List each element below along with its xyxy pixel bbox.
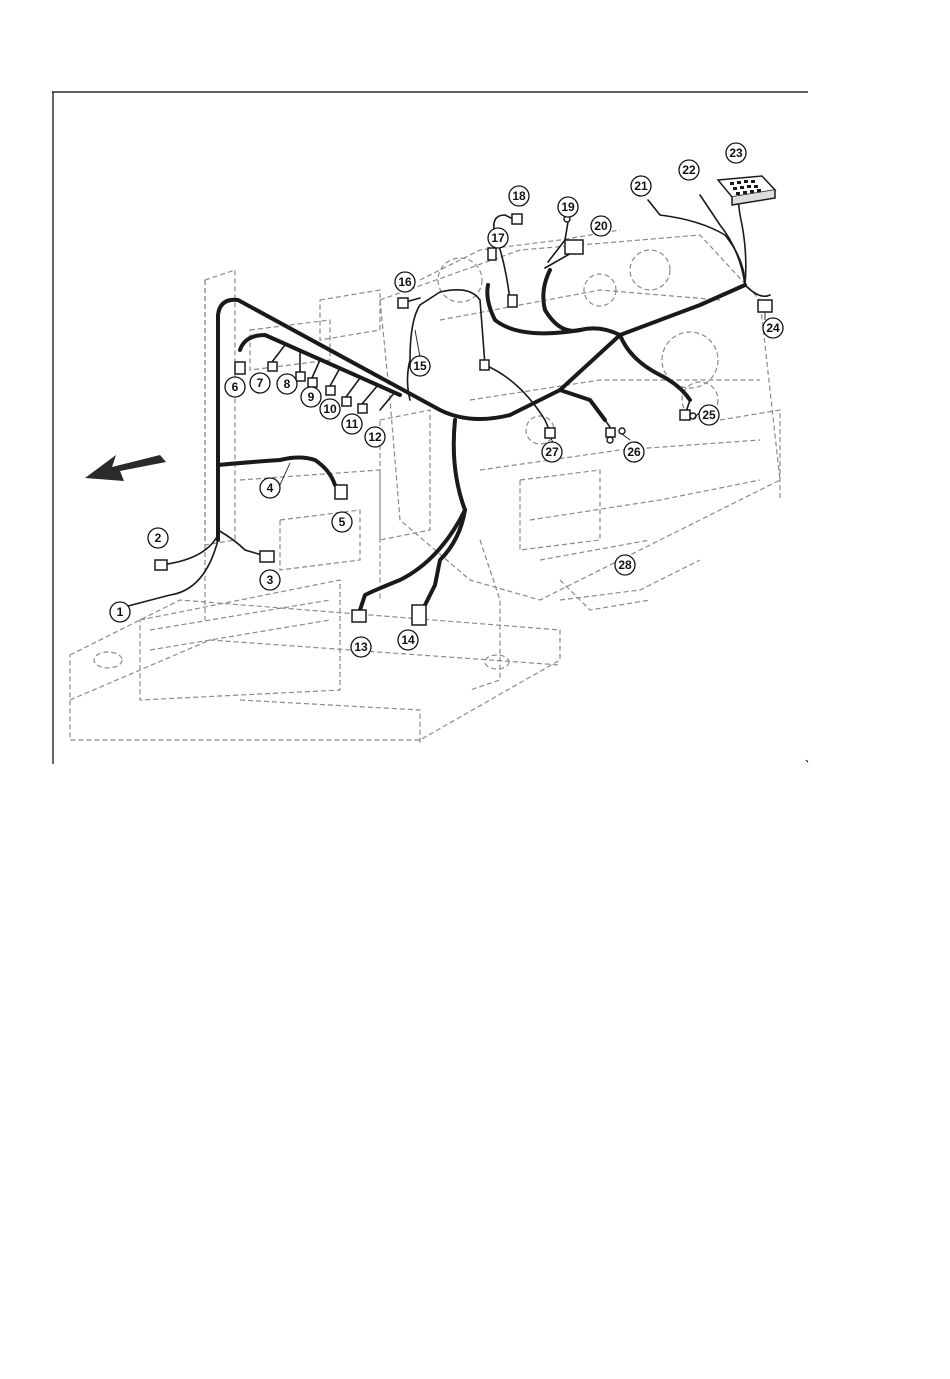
callout-4: 4	[260, 478, 280, 498]
callout-19: 19	[558, 197, 578, 217]
callout-number: 9	[308, 390, 315, 404]
connector-3	[260, 551, 274, 562]
callout-15: 15	[410, 356, 430, 376]
callout-number: 27	[545, 445, 559, 459]
callout-number: 16	[398, 275, 412, 289]
callout-number: 28	[618, 558, 632, 572]
callout-number: 11	[346, 417, 359, 431]
connector-18	[512, 214, 522, 224]
callout-number: 14	[401, 633, 415, 647]
callout-number: 24	[766, 321, 780, 335]
connector-17b	[488, 248, 496, 260]
connector-12	[358, 404, 367, 413]
callout-number: 20	[594, 219, 608, 233]
connector-27	[545, 428, 555, 438]
callout-number: 8	[284, 377, 291, 391]
callout-22: 22	[679, 160, 699, 180]
connector-16	[398, 298, 408, 308]
connector-7	[268, 362, 277, 371]
connector-17	[508, 295, 517, 307]
callout-16: 16	[395, 272, 415, 292]
callout-1: 1	[110, 602, 130, 622]
connector-25	[680, 410, 690, 420]
callout-20: 20	[591, 216, 611, 236]
callout-17: 17	[488, 228, 508, 248]
callout-2: 2	[148, 528, 168, 548]
callout-number: 4	[267, 481, 274, 495]
callout-6: 6	[225, 377, 245, 397]
callout-26: 26	[624, 442, 644, 462]
callout-number: 23	[729, 146, 743, 160]
callout-11: 11	[342, 414, 362, 434]
callout-number: 19	[561, 200, 575, 214]
connector-26	[606, 428, 615, 437]
connector-8	[296, 372, 305, 381]
connector-13	[352, 610, 366, 622]
callout-number: 21	[634, 179, 648, 193]
connector-11	[342, 397, 351, 406]
connector-9	[308, 378, 317, 387]
callout-number: 3	[267, 573, 274, 587]
leader-lines	[280, 312, 765, 485]
callout-10: 10	[320, 399, 340, 419]
callout-27: 27	[542, 442, 562, 462]
callout-number: 5	[339, 515, 346, 529]
callout-8: 8	[277, 374, 297, 394]
front-direction-arrow-icon	[85, 455, 166, 481]
callout-number: 1	[117, 605, 124, 619]
connector-24	[758, 300, 772, 312]
callout-number: 10	[323, 402, 337, 416]
callout-18: 18	[509, 186, 529, 206]
callout-21: 21	[631, 176, 651, 196]
branch-wires	[128, 195, 770, 606]
callout-25: 25	[699, 405, 719, 425]
connector-14	[412, 605, 426, 625]
connector-10	[326, 386, 335, 395]
connector-6	[235, 362, 245, 374]
callout-number: 15	[413, 359, 427, 373]
callout-number: 13	[354, 640, 368, 654]
callout-number: 2	[155, 531, 162, 545]
callout-23: 23	[726, 143, 746, 163]
callout-number: 26	[627, 445, 641, 459]
callout-number: 6	[232, 380, 239, 394]
callout-28: 28	[615, 555, 635, 575]
corner-tick	[806, 760, 808, 762]
callout-number: 25	[702, 408, 716, 422]
callout-number: 12	[368, 430, 382, 444]
callout-number: 22	[682, 163, 696, 177]
callout-14: 14	[398, 630, 418, 650]
callout-5: 5	[332, 512, 352, 532]
machine-outline	[70, 230, 780, 745]
callout-3: 3	[260, 570, 280, 590]
connector-5	[335, 485, 347, 499]
harness-diagram-svg: 1234567891011121314151617181920212223242…	[52, 90, 812, 765]
callout-9: 9	[301, 387, 321, 407]
callout-12: 12	[365, 427, 385, 447]
callout-7: 7	[250, 373, 270, 393]
callout-number: 18	[512, 189, 526, 203]
callout-number: 17	[491, 231, 505, 245]
fuse-box-23	[718, 176, 775, 205]
callout-13: 13	[351, 637, 371, 657]
connector-15b	[480, 360, 489, 370]
connector-20	[565, 240, 583, 254]
callout-number: 7	[257, 376, 264, 390]
connector-2	[155, 560, 167, 570]
callout-24: 24	[763, 318, 783, 338]
